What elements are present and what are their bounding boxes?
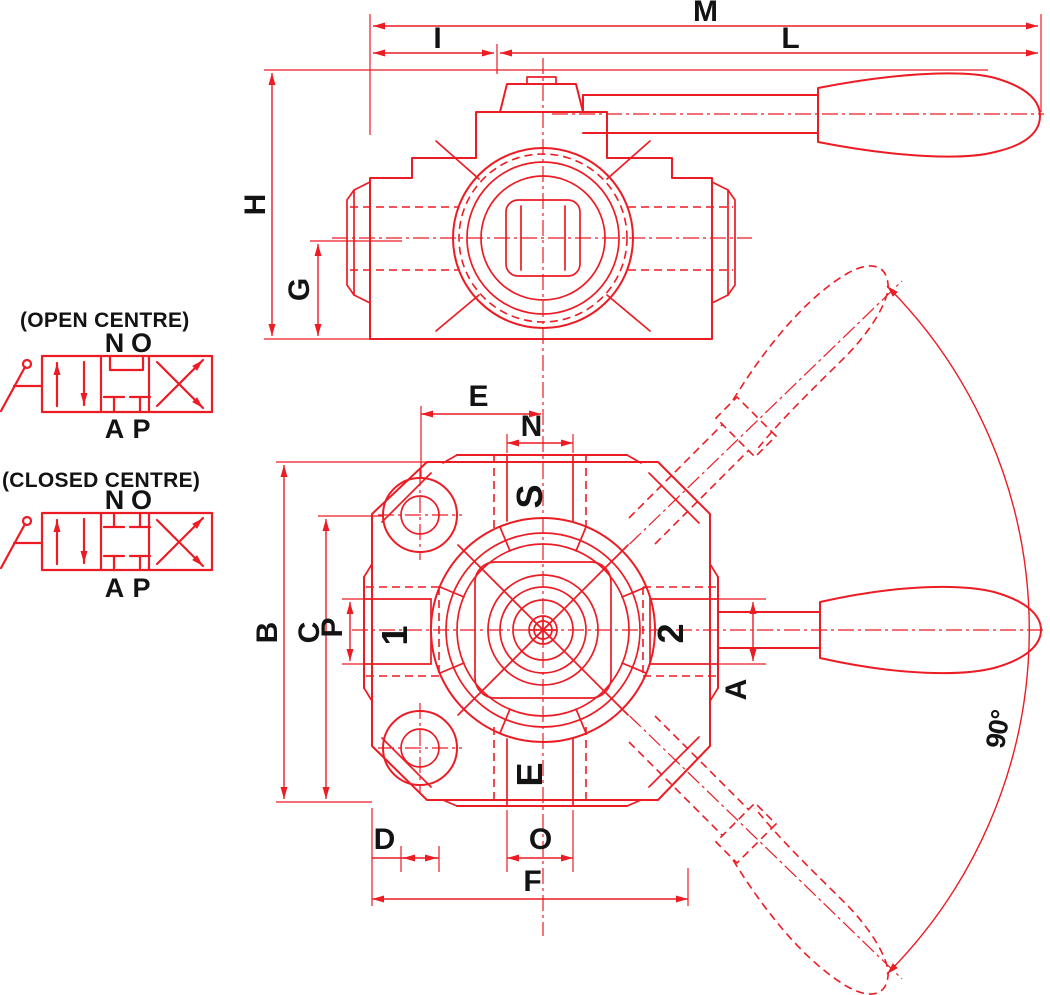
lever-icon (0, 515, 44, 570)
dim-label-90deg: 90° (980, 708, 1016, 751)
schematic-closed-centre: (CLOSED CENTRE) N O A P (0, 469, 214, 603)
handle-grip (817, 72, 1041, 158)
dim-label-c: C (293, 622, 326, 643)
port-label-1: 1 (374, 626, 415, 646)
port-boss-right (642, 563, 719, 702)
dim-label-m: M (693, 0, 717, 28)
mounting-lug-bottom (382, 710, 458, 786)
valve-body-front (371, 461, 711, 801)
port-boss-bottom (442, 727, 642, 807)
front-view: S 1 2 E 90° (363, 265, 1042, 995)
dim-label-p: P (316, 618, 349, 637)
port-boss-top (442, 454, 642, 533)
dim-label-b: B (251, 622, 284, 643)
open-centre-title: (OPEN CENTRE) (20, 309, 190, 332)
closed-port-p: P (132, 573, 150, 603)
handle-front-view (717, 585, 1042, 675)
lever-icon (0, 358, 44, 413)
valve-body-side (369, 111, 713, 340)
handle-phantom-up (609, 265, 903, 564)
mounting-lug-top (382, 477, 458, 553)
top-view (264, 69, 1041, 340)
dim-label-l: L (781, 22, 799, 55)
closed-centre-title: (CLOSED CENTRE) (2, 469, 200, 492)
open-port-p: P (132, 414, 150, 444)
port-label-2: 2 (650, 624, 691, 643)
handle-top-view (582, 72, 1041, 158)
open-port-n: N (105, 328, 124, 358)
valve-symbol-body (40, 511, 214, 572)
dim-label-a: A (720, 679, 753, 700)
front-dimensions: E N B C P A D O (251, 380, 766, 906)
dim-label-i: I (433, 22, 440, 55)
open-port-a: A (105, 414, 124, 444)
dim-label-o: O (529, 823, 552, 856)
dim-label-n: N (521, 410, 542, 443)
centerlines (332, 58, 1046, 936)
swing-arc (886, 285, 1030, 975)
dim-label-g: G (283, 279, 316, 301)
port-boss-left (363, 563, 440, 702)
bore-square (505, 199, 581, 277)
dim-label-f: F (523, 865, 541, 898)
dim-label-d: D (374, 823, 395, 856)
closed-port-a: A (105, 573, 124, 603)
height-dimensions: H G (239, 73, 402, 336)
port-label-e: E (509, 763, 550, 786)
stem-cap (499, 83, 584, 113)
schematic-open-centre: (OPEN CENTRE) N O A P (0, 309, 214, 444)
stem-cap-tab (526, 76, 557, 85)
dim-label-h: H (239, 195, 272, 216)
handle-grip (819, 585, 1042, 675)
dim-label-e: E (468, 380, 487, 413)
port-label-s: S (509, 485, 550, 508)
handle-phantom-down (609, 696, 903, 995)
closed-port-o: O (131, 485, 151, 515)
valve-symbol-body (40, 354, 214, 414)
top-dimensions: M I L (369, 0, 1042, 135)
closed-port-n: N (105, 485, 124, 515)
open-port-o: O (131, 328, 151, 358)
